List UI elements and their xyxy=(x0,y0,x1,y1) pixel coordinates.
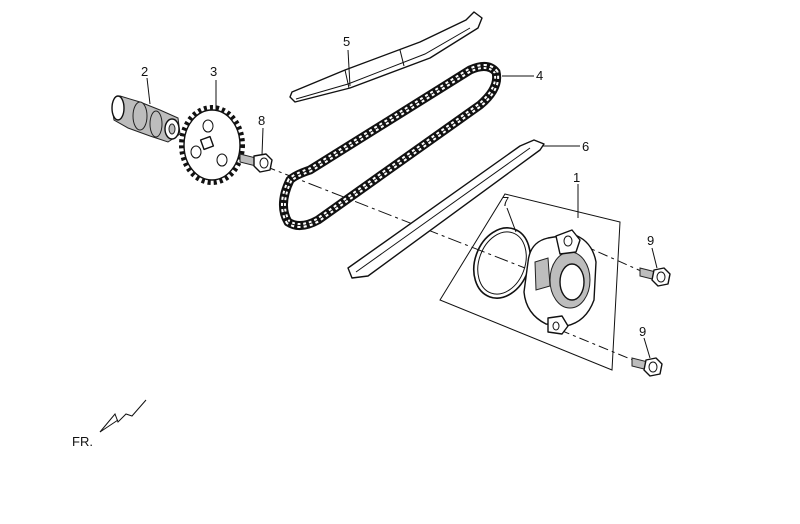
callout-4: 4 xyxy=(536,68,543,83)
callout-2: 2 xyxy=(141,64,148,79)
callout-6: 6 xyxy=(582,139,589,154)
tensioner-bolt-lower xyxy=(631,357,663,377)
callout-1: 1 xyxy=(573,170,580,185)
callout-5: 5 xyxy=(343,34,350,49)
lower-chain-guide xyxy=(347,139,545,279)
tensioner-assembly-outline xyxy=(439,193,621,371)
callout-labels: 2 3 8 5 4 6 1 7 9 9 xyxy=(141,34,654,339)
front-direction-label: FR. xyxy=(72,434,93,449)
cam-chain xyxy=(279,62,502,230)
callout-9-upper: 9 xyxy=(647,233,654,248)
callout-9-lower: 9 xyxy=(639,324,646,339)
callout-8: 8 xyxy=(258,113,265,128)
chain-tensioner xyxy=(523,229,597,335)
leader-lines xyxy=(146,49,658,359)
front-direction-arrow: FR. xyxy=(72,399,147,449)
upper-chain-guide xyxy=(289,11,483,103)
cam-sprocket xyxy=(179,105,245,185)
sprocket-bolt xyxy=(239,153,273,173)
tensioner-bolt-upper xyxy=(639,267,671,287)
callout-3: 3 xyxy=(210,64,217,79)
camshaft xyxy=(111,95,181,143)
callout-7: 7 xyxy=(502,194,509,209)
